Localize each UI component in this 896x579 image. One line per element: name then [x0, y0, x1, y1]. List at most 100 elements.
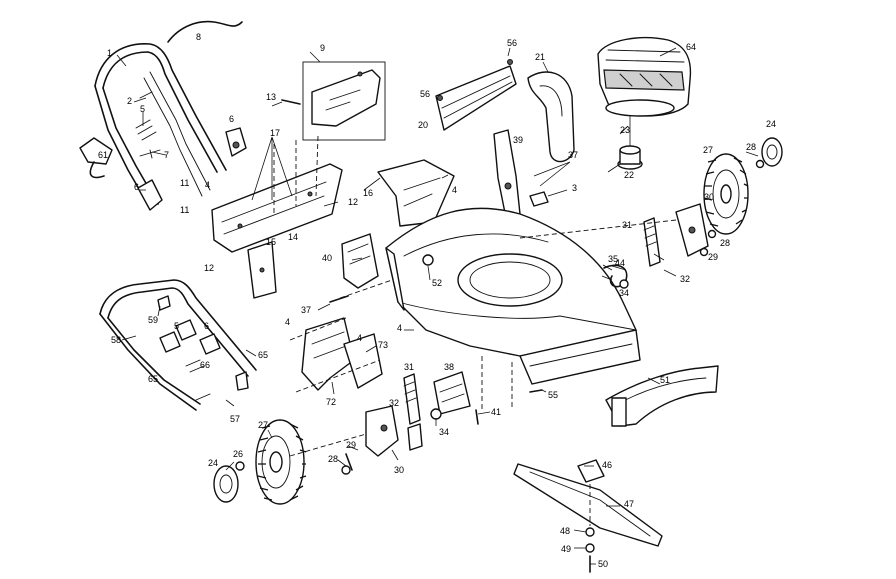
callout-50: 50 [598, 559, 608, 569]
callout-37-upper: 37 [568, 150, 578, 160]
callout-23: 23 [620, 125, 630, 135]
washer-29-right [699, 247, 709, 257]
wheel-right [703, 153, 749, 235]
adjuster-bracket-30-right [675, 203, 709, 257]
callout-26: 26 [233, 449, 243, 459]
rear-baffle [211, 163, 343, 253]
side-plate-15 [247, 241, 277, 299]
callout-65-right: 65 [258, 350, 268, 360]
callout-30-left: 30 [394, 465, 404, 475]
wheel-cover-38 [433, 371, 471, 415]
callout-44: 44 [615, 258, 625, 268]
callout-29-left: 29 [346, 440, 356, 450]
callout-14: 14 [288, 232, 298, 242]
callout-32-left: 32 [389, 398, 399, 408]
adjuster-lever-31-right [643, 217, 661, 267]
callout-56-top: 56 [507, 38, 517, 48]
lockwasher-49 [585, 543, 595, 553]
callout-59: 59 [148, 315, 158, 325]
rear-guard [435, 59, 517, 131]
callout-6-mid: 6 [204, 321, 209, 331]
callout-34-left: 34 [439, 427, 449, 437]
leader-lines [116, 47, 759, 565]
bolt-55 [529, 389, 543, 393]
callout-9: 9 [320, 43, 325, 53]
callout-29-right: 29 [708, 252, 718, 262]
mulch-plate-73 [343, 333, 383, 389]
hubcap-left [213, 465, 239, 503]
callout-4-mulch: 4 [357, 333, 362, 343]
engine [597, 37, 692, 117]
callout-7: 7 [164, 150, 169, 160]
callout-65-left: 65 [148, 374, 158, 384]
callout-11-upper: 11 [180, 178, 189, 188]
callout-5-lower: 5 [174, 321, 179, 331]
callout-28-top: 28 [746, 142, 756, 152]
callout-4-center: 4 [452, 185, 457, 195]
callout-40: 40 [322, 253, 332, 263]
adjuster-lever-31-left [403, 373, 423, 451]
callout-35: 35 [608, 254, 618, 264]
callout-4-deck: 4 [397, 323, 402, 333]
callout-38: 38 [444, 362, 454, 372]
callout-34-right: 34 [619, 288, 629, 298]
callout-5-upper: 5 [140, 104, 145, 114]
callout-13: 13 [266, 92, 276, 102]
callout-31-left: 31 [404, 362, 414, 372]
upper-handle [94, 43, 227, 209]
washer-52 [422, 254, 434, 266]
callout-46: 46 [602, 460, 612, 470]
callout-28-right: 28 [720, 238, 730, 248]
callout-17: 17 [270, 128, 280, 138]
callout-56-left: 56 [420, 89, 430, 99]
callout-49: 49 [561, 544, 571, 554]
nut-28-top [755, 159, 765, 169]
callout-57: 57 [230, 414, 240, 424]
cable-clip-left [79, 137, 113, 179]
callout-30-right: 30 [704, 192, 714, 202]
callout-58: 58 [111, 335, 121, 345]
callout-8: 8 [196, 32, 201, 42]
callout-labels: 1 2 5 7 61 6 6 8 9 13 17 11 4 11 12 14 1… [98, 32, 776, 569]
callout-47: 47 [624, 499, 634, 509]
handle-knob-hardware [157, 295, 249, 401]
knob-3 [529, 191, 549, 207]
handle-hardware [135, 91, 161, 159]
callout-27-left: 27 [258, 420, 268, 430]
blade-adapter-46 [577, 459, 605, 483]
control-cable [167, 20, 243, 43]
callout-24-right: 24 [766, 119, 776, 129]
callout-27-right: 27 [703, 145, 713, 155]
callout-48: 48 [560, 526, 570, 536]
lower-handle [99, 279, 257, 411]
bolt-28-left [341, 465, 351, 475]
axle-nut-26 [235, 461, 245, 471]
callout-24-left: 24 [208, 458, 218, 468]
adjuster-bracket-30-left [365, 405, 399, 457]
engine-pulley [617, 145, 643, 170]
callout-37-lower: 37 [301, 305, 311, 315]
callout-1: 1 [107, 48, 112, 58]
blade [513, 463, 663, 547]
callout-39: 39 [513, 135, 523, 145]
callout-16: 16 [363, 188, 373, 198]
callout-21: 21 [535, 52, 545, 62]
callout-32-right: 32 [680, 274, 690, 284]
callout-3: 3 [572, 183, 577, 193]
cover-plate-box [302, 61, 386, 141]
callout-12-left: 12 [204, 263, 214, 273]
callout-28-left: 28 [328, 454, 338, 464]
mower-deck [385, 207, 641, 385]
control-bracket-lower [137, 179, 163, 211]
callout-64: 64 [686, 42, 696, 52]
callout-72: 72 [326, 397, 336, 407]
callout-31-right: 31 [622, 220, 632, 230]
callout-4-lower: 4 [285, 317, 290, 327]
washer-48 [585, 527, 595, 537]
callout-12-right: 12 [348, 197, 358, 207]
washer-34-left [430, 408, 442, 420]
callout-22: 22 [624, 170, 634, 180]
callout-55: 55 [548, 390, 558, 400]
hubcap-right [761, 137, 783, 167]
